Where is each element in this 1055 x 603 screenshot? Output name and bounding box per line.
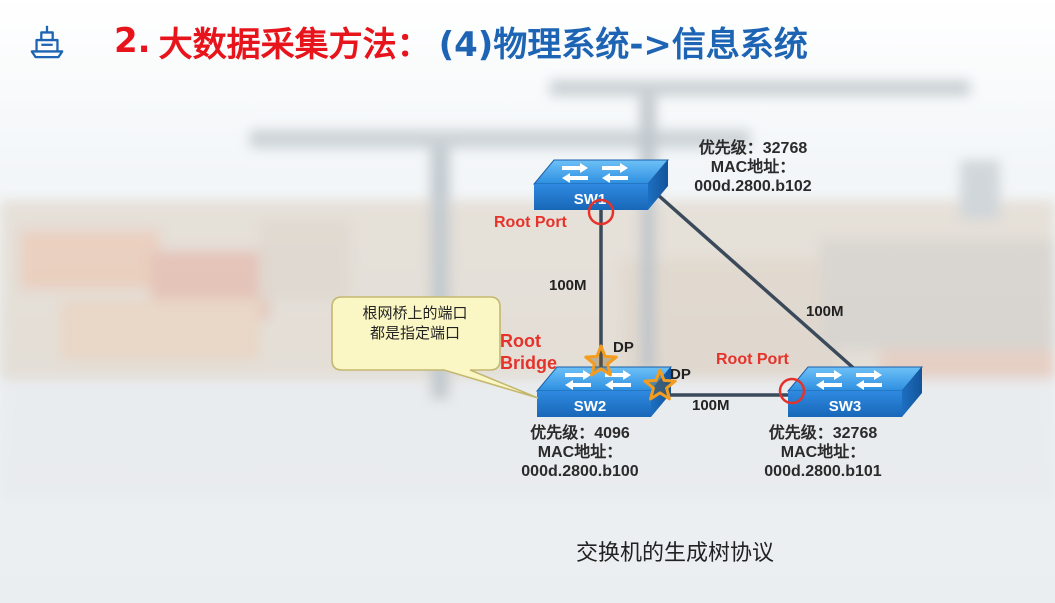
sw1-name: SW1 (574, 191, 607, 208)
sw3-name: SW3 (829, 398, 862, 415)
sw1-mac-label: MAC地址： (710, 159, 796, 176)
title-number: 2. (114, 21, 151, 61)
sw2-name: SW2 (574, 398, 607, 415)
callout-text: 根网桥上的端口 都是指定端口 (334, 303, 496, 343)
switch-sw3 (786, 366, 924, 417)
sw3-mac-label: MAC地址： (780, 444, 866, 461)
sw3-root-port-label: Root Port (716, 351, 789, 368)
root-bridge-label: Root Bridge (500, 330, 557, 374)
sw2-info: 优先级：4096 MAC地址： 000d.2800.b100 (505, 424, 655, 481)
sw1-root-port-label: Root Port (494, 214, 567, 231)
sw2-dp-top-label: DP (613, 339, 634, 356)
diagram-caption: 交换机的生成树协议 (575, 541, 774, 566)
sw1-info: 优先级：32768 MAC地址： 000d.2800.b102 (683, 139, 823, 196)
link-sw1-sw3-speed: 100M (806, 303, 844, 320)
sw2-dp-star-right-icon (643, 368, 677, 401)
callout-bubble (331, 296, 539, 399)
slide-title: 2. 大数据采集方法： (4)物理系统->信息系统 (28, 16, 808, 66)
root-bridge-line-2: Bridge (500, 353, 558, 373)
callout-line-2: 都是指定端口 (369, 324, 460, 342)
sw3-mac: 000d.2800.b101 (764, 463, 882, 480)
callout-line-1: 根网桥上的端口 (362, 304, 468, 322)
root-bridge-line-1: Root (500, 331, 541, 351)
ship-icon (30, 25, 64, 59)
sw3-priority: 优先级：32768 (768, 425, 878, 442)
sw1-root-port-marker (587, 198, 615, 226)
sw3-root-port-marker (778, 377, 806, 405)
sw2-priority: 优先级：4096 (530, 425, 630, 442)
title-red-part: 大数据采集方法： (158, 24, 431, 65)
sw2-mac: 000d.2800.b100 (521, 463, 639, 480)
link-sw1-sw2-speed: 100M (549, 277, 587, 294)
sw1-mac: 000d.2800.b102 (694, 178, 812, 195)
sw2-mac-label: MAC地址： (537, 444, 623, 461)
sw3-info: 优先级：32768 MAC地址： 000d.2800.b101 (748, 424, 898, 481)
link-sw1-sw3 (656, 193, 860, 374)
sw2-dp-right-label: DP (670, 366, 691, 383)
sw1-priority: 优先级：32768 (698, 140, 808, 157)
switch-sw1 (532, 159, 670, 210)
title-blue-part: (4)物理系统->信息系统 (438, 24, 808, 65)
sw2-dp-star-top-icon (584, 344, 618, 377)
link-sw2-sw3-speed: 100M (692, 397, 730, 414)
